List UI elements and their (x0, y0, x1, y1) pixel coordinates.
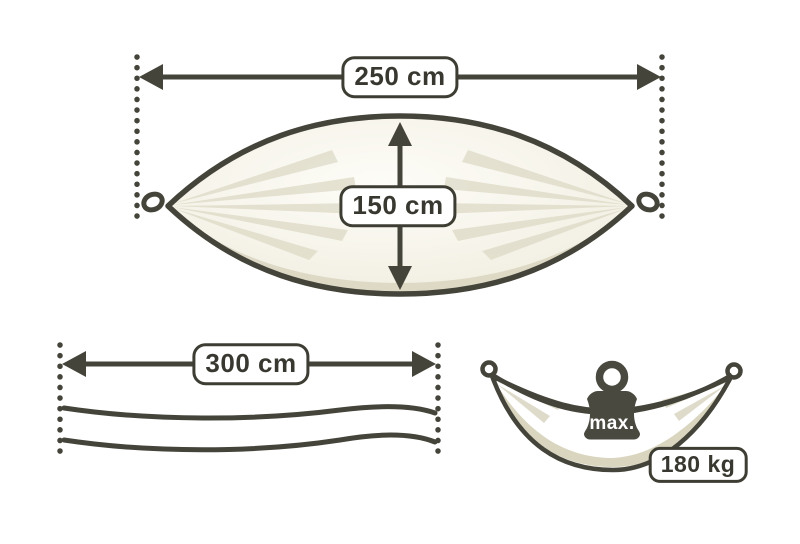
hammock-side-view (480, 360, 743, 473)
fabric-bottom-shade (185, 220, 615, 294)
side-loop-left (480, 360, 498, 378)
fabric-folds-right (438, 150, 628, 260)
max-load-qualifier: max. (589, 413, 635, 434)
width-label: 250 cm (341, 56, 459, 98)
length-label: 300 cm (192, 343, 310, 385)
weight-body (584, 391, 640, 440)
width-arrowhead-right (637, 64, 661, 90)
depth-arrowhead-top (388, 122, 412, 146)
hammock-outline (165, 113, 635, 297)
side-fabric-shade (497, 385, 726, 467)
hanging-loop-left (141, 191, 165, 213)
suspension-ropes (61, 404, 438, 453)
rope-line-top (61, 404, 438, 421)
max-load-label: 180 kg (648, 446, 748, 484)
side-loop-right (725, 362, 743, 380)
hanging-loop-right (636, 191, 660, 213)
depth-arrowhead-bottom (388, 266, 412, 290)
width-arrowhead-left (139, 64, 163, 90)
depth-label: 150 cm (339, 185, 457, 227)
fabric-folds-left (172, 150, 362, 260)
rope-line-bottom (61, 432, 438, 453)
length-arrowhead-left (62, 351, 86, 377)
weight-ring (595, 360, 629, 394)
weight-icon (584, 360, 640, 440)
length-arrowhead-right (412, 351, 436, 377)
